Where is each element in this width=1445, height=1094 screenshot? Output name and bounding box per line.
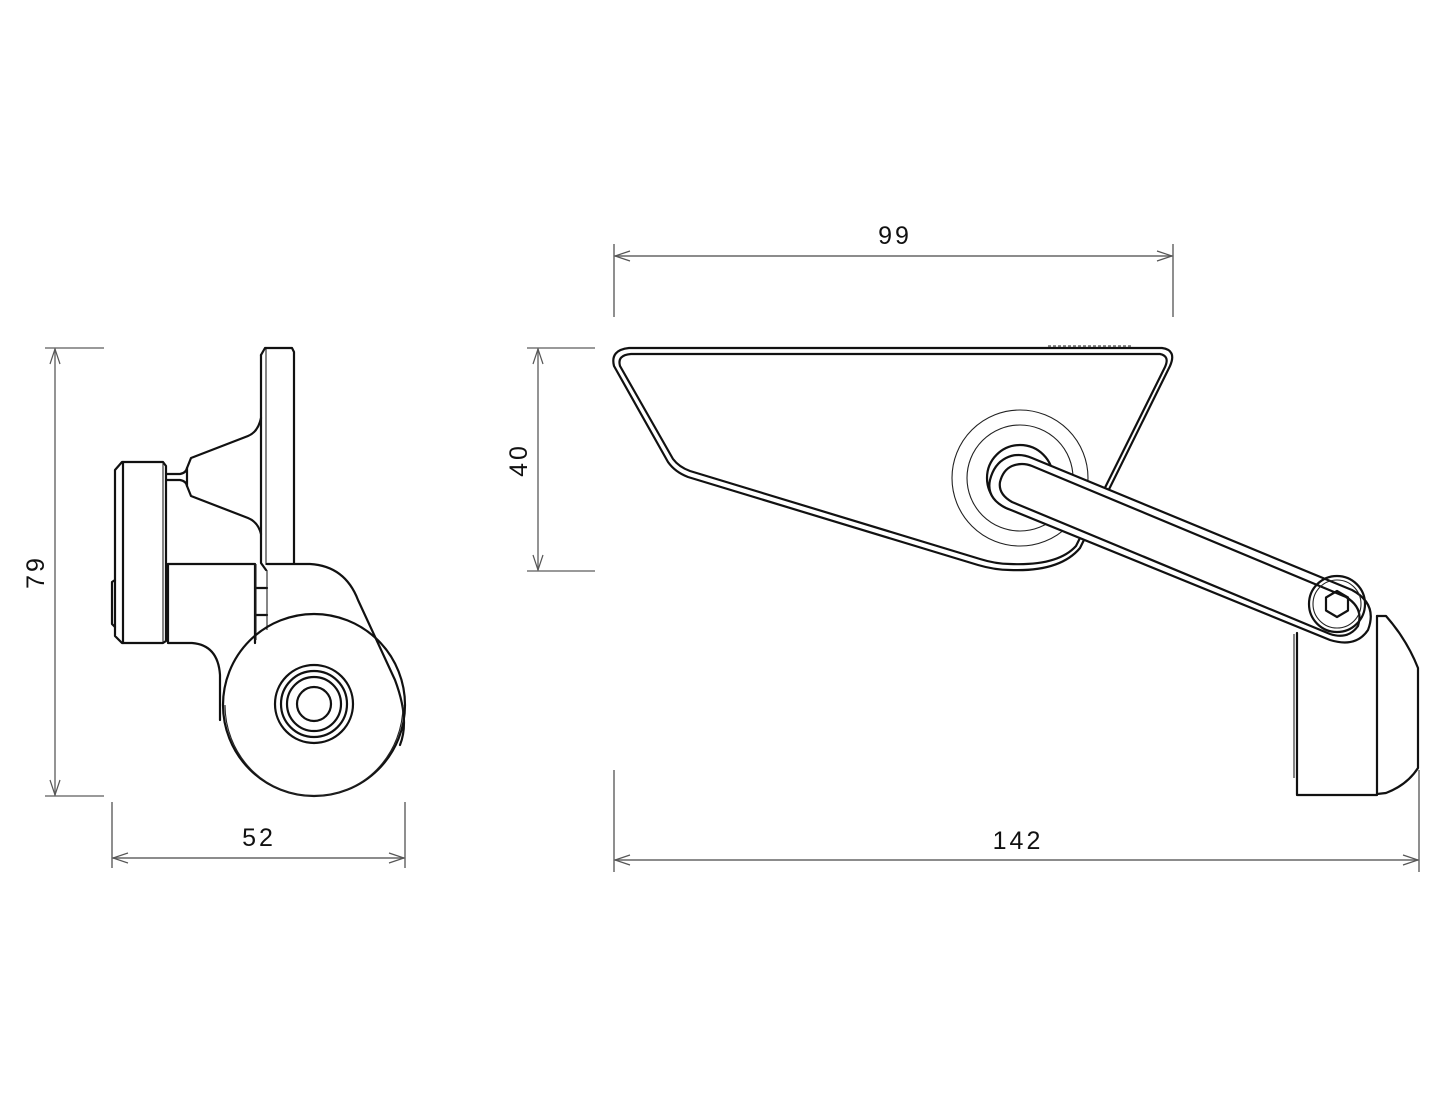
mounting-plate xyxy=(259,346,296,572)
clamp-block xyxy=(166,562,269,722)
dimension-label-142: 142 xyxy=(993,827,1044,855)
dimension-width-52: 52 xyxy=(111,802,406,868)
dimension-mirror-height-40: 40 xyxy=(505,347,595,572)
dimension-height-79: 79 xyxy=(22,347,104,797)
hex-socket-icon xyxy=(1324,589,1350,619)
dimension-overall-width-142: 142 xyxy=(613,770,1420,872)
dimension-label-99: 99 xyxy=(878,222,912,250)
side-view: 79 52 xyxy=(22,346,407,868)
mirror-arm xyxy=(988,453,1372,644)
clamp-lobe xyxy=(221,562,407,798)
end-cap xyxy=(110,460,168,645)
dimension-mirror-width-99: 99 xyxy=(613,222,1174,317)
dimension-label-40: 40 xyxy=(505,443,533,477)
conical-boss xyxy=(164,416,263,536)
front-clamp-body xyxy=(1293,614,1420,797)
dimension-label-79: 79 xyxy=(22,555,50,589)
front-view: 99 40 142 xyxy=(505,222,1420,872)
mirror-head xyxy=(612,345,1174,572)
dimension-label-52: 52 xyxy=(242,824,276,852)
